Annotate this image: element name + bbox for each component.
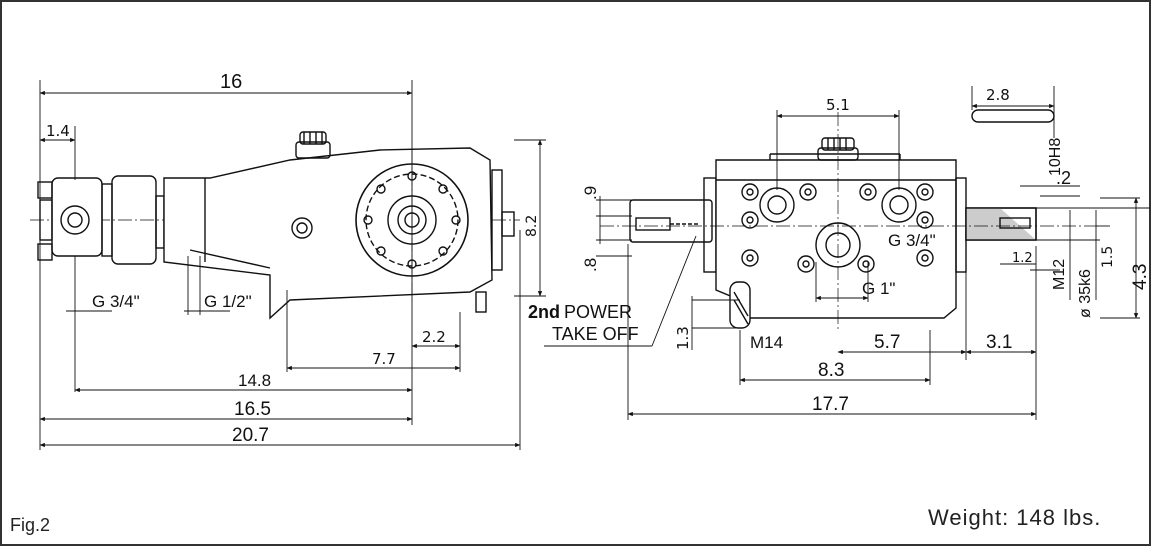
port-g34-label: G 3/4" <box>888 231 936 250</box>
dim-0-2: .2 <box>1056 168 1071 188</box>
port-inlet-label: G 3/4" <box>92 292 140 311</box>
dim-7-7: 7.7 <box>372 350 396 368</box>
callout-line1: POWER <box>564 302 632 322</box>
dim-0-9: .9 <box>581 186 600 200</box>
dim-17-7: 17.7 <box>812 394 849 415</box>
dim-1-5: 1.5 <box>1100 246 1116 268</box>
weight-label: Weight: 148 lbs. <box>928 505 1102 530</box>
dim-20-7: 20.7 <box>232 425 269 446</box>
dim-5-7: 5.7 <box>874 332 900 353</box>
thread-m12: M12 <box>1051 259 1068 290</box>
dim-0-8: .8 <box>581 258 600 272</box>
shaft-diameter: ø 35k6 <box>1077 269 1094 318</box>
dim-16: 16 <box>220 71 242 93</box>
dim-10h8: 10H8 <box>1047 138 1064 176</box>
dim-1-3: 1.3 <box>674 326 692 350</box>
figure-label: Fig.2 <box>10 515 51 535</box>
dim-2-8: 2.8 <box>986 86 1010 104</box>
power-take-off-callout: 2nd POWER TAKE OFF <box>528 235 697 347</box>
left-pump-view <box>30 131 520 320</box>
dim-1-2: 1.2 <box>1012 251 1033 266</box>
port-outlet-label: G 1/2" <box>204 292 252 311</box>
dim-1-4: 1.4 <box>46 122 70 140</box>
dim-5-1: 5.1 <box>826 96 850 114</box>
right-dimension-lines <box>596 86 1150 420</box>
right-pump-view <box>600 109 1100 330</box>
dim-2-2: 2.2 <box>422 328 446 346</box>
dim-8-3: 8.3 <box>818 360 844 381</box>
callout-line2: TAKE OFF <box>552 324 639 344</box>
dim-16-5: 16.5 <box>234 399 271 420</box>
dim-14-8: 14.8 <box>238 371 271 390</box>
dim-4-3: 4.3 <box>1130 264 1151 290</box>
callout-bold: 2nd <box>528 302 560 322</box>
thread-m14: M14 <box>750 333 783 352</box>
dim-3-1: 3.1 <box>986 332 1012 353</box>
left-dimension-lines <box>39 80 546 450</box>
port-g1-label: G 1" <box>862 279 895 298</box>
dim-8-2: 8.2 <box>524 215 540 237</box>
